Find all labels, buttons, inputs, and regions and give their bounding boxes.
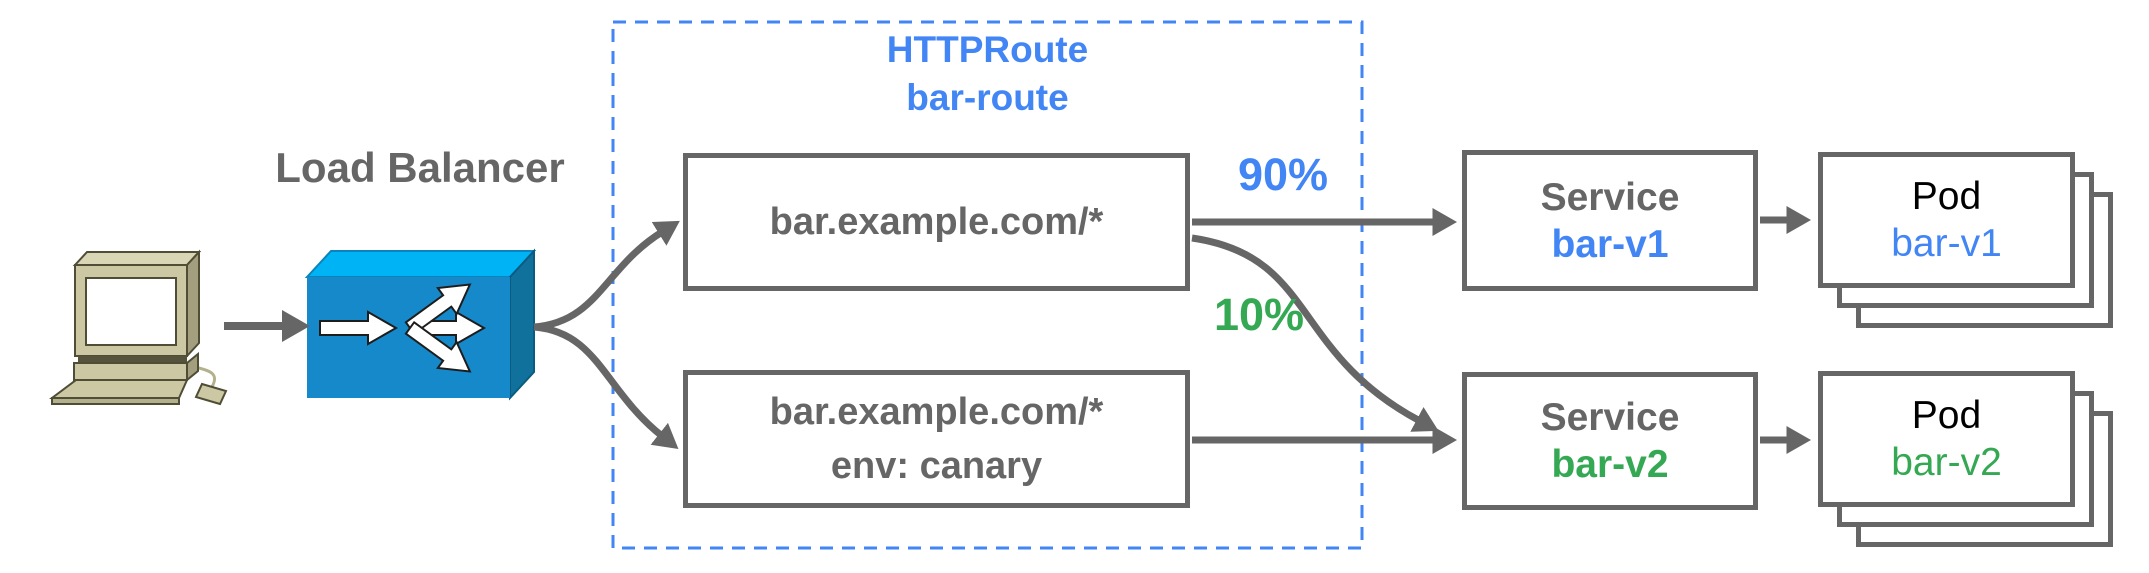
pod-kind: Pod xyxy=(1911,394,1982,437)
client-computer-icon xyxy=(49,249,228,406)
pod-card-front: Pod bar-v1 xyxy=(1818,152,2075,288)
weight-label-90: 90% xyxy=(1237,149,1329,200)
pod-stack-bar-v1: Pod bar-v1 xyxy=(1818,152,2114,330)
arrow-lb-to-rule2 xyxy=(533,323,679,450)
connector-arrows xyxy=(224,206,1811,454)
httproute-name: bar-route xyxy=(906,77,1069,118)
route-rule-header-match: env: canary xyxy=(830,445,1043,487)
pod-stack-bar-v2: Pod bar-v2 xyxy=(1818,371,2114,549)
httproute-dashed-frame xyxy=(611,20,1364,550)
pod-name: bar-v2 xyxy=(1891,441,2002,484)
arrow-rule1-to-svc2 xyxy=(1191,234,1439,432)
httproute-kind: HTTPRoute xyxy=(886,29,1089,70)
service-name: bar-v1 xyxy=(1551,222,1669,266)
pod-name: bar-v1 xyxy=(1891,222,2002,265)
route-rule-match: bar.example.com/* xyxy=(769,391,1104,433)
service-kind: Service xyxy=(1540,175,1680,219)
route-rule-match: bar.example.com/* xyxy=(769,201,1104,243)
service-box-bar-v1: Service bar-v1 xyxy=(1462,150,1758,291)
arrow-lb-to-rule1 xyxy=(533,220,680,331)
pod-card-front: Pod bar-v2 xyxy=(1818,371,2075,507)
service-box-bar-v2: Service bar-v2 xyxy=(1462,372,1758,510)
route-rule-box-primary: bar.example.com/* xyxy=(683,153,1190,291)
route-rule-box-canary: bar.example.com/* env: canary xyxy=(683,370,1190,508)
load-balancer-label: Load Balancer xyxy=(275,144,565,191)
pod-kind: Pod xyxy=(1911,175,1982,218)
load-balancer-icon xyxy=(304,248,537,401)
load-balancer-fanout-arrows xyxy=(319,283,487,373)
httproute-title: HTTPRoute bar-route xyxy=(613,26,1362,122)
service-kind: Service xyxy=(1540,396,1680,439)
service-name: bar-v2 xyxy=(1551,443,1669,486)
weight-label-10: 10% xyxy=(1213,289,1305,340)
